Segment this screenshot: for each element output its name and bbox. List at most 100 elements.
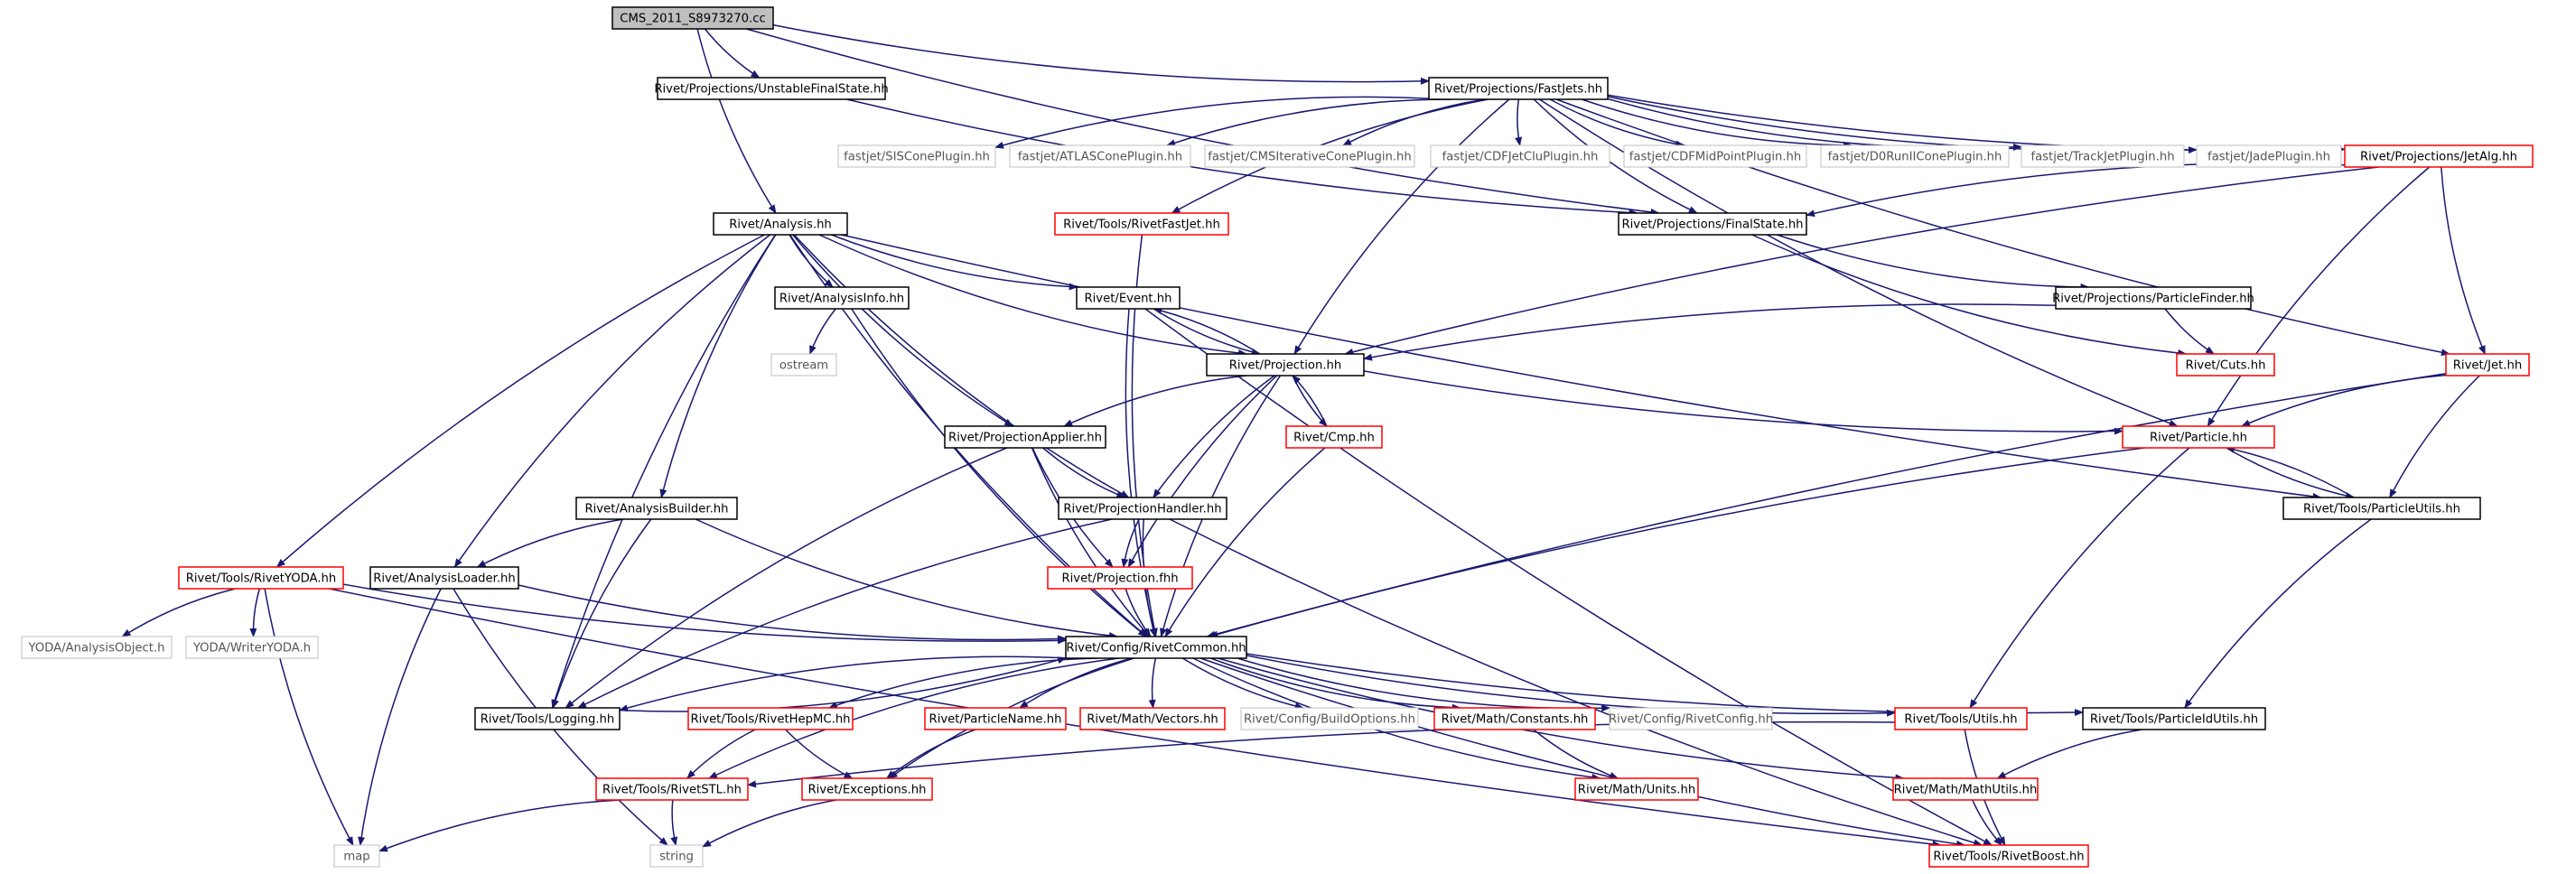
node-label: Rivet/Cuts.hh [2186,359,2266,373]
node-unstable[interactable]: Rivet/Projections/UnstableFinalState.hh [654,77,889,100]
edge-fastjets-to-sis [994,96,1430,149]
node-particlename[interactable]: Rivet/ParticleName.hh [924,707,1067,730]
edge-fastjets-to-jetalg [1607,94,2346,153]
node-particleidutils[interactable]: Rivet/Tools/ParticleIdUtils.hh [2082,707,2266,730]
node-yodaao: YODA/AnalysisObject.h [21,636,173,659]
edge-jetalg-to-projection [1344,166,2379,356]
node-box [1574,777,1699,801]
node-constants[interactable]: Rivet/Math/Constants.hh [1433,707,1596,730]
node-analysisinfo[interactable]: Rivet/AnalysisInfo.hh [774,286,910,310]
node-finalstate[interactable]: Rivet/Projections/FinalState.hh [1618,212,1807,236]
node-sis: fastjet/SISConePlugin.hh [837,144,996,168]
node-jet[interactable]: Rivet/Jet.hh [2445,353,2530,377]
node-fastjets[interactable]: Rivet/Projections/FastJets.hh [1428,77,1609,100]
node-box [1433,707,1596,730]
edge-particle-to-rivetcommon [1209,447,2145,638]
node-box [2055,286,2252,310]
node-projection[interactable]: Rivet/Projection.hh [1206,353,1365,377]
edge-rivetstl-to-string [670,799,678,846]
node-cuts[interactable]: Rivet/Cuts.hh [2176,353,2275,377]
edge-event-to-projection [1153,308,1261,356]
node-box [837,144,996,168]
node-label: Rivet/Projections/JetAlg.hh [2360,151,2517,164]
node-rivetcommon[interactable]: Rivet/Config/RivetCommon.hh [1065,636,1247,659]
node-box [1892,777,2039,801]
node-box [801,777,933,801]
edge-root-to-fastjets [772,23,1430,85]
node-box [944,425,1106,449]
edge-rivetyoda-to-map [264,588,354,846]
node-box [21,636,173,659]
node-projhandler[interactable]: Rivet/ProjectionHandler.hh [1058,497,1227,520]
edge-rivetyoda-to-yodawriter [249,588,261,637]
node-label: Rivet/Jet.hh [2453,359,2522,373]
node-rivetboost[interactable]: Rivet/Tools/RivetBoost.hh [1928,844,2089,868]
node-box [649,844,704,868]
node-rivetstl[interactable]: Rivet/Tools/RivetSTL.hh [595,777,749,801]
node-box [2122,425,2275,449]
edge-analysisbuilder-to-analysisloader [476,518,624,568]
node-utils[interactable]: Rivet/Tools/Utils.hh [1894,707,2028,730]
node-box [1206,353,1365,377]
node-label: Rivet/Particle.hh [2150,432,2247,445]
node-label: Rivet/Math/Units.hh [1578,784,1695,797]
node-label: Rivet/Tools/ParticleIdUtils.hh [2090,713,2258,727]
edge-exceptions-to-string [702,799,836,848]
edge-jet-to-particleutils [2389,375,2480,498]
edge-rivetcommon-to-particleidutils [1246,653,2084,717]
edge-cmp-to-rivetcommon [1164,447,1326,637]
node-label: YODA/AnalysisObject.h [28,642,165,656]
edge-rivetcommon-to-units [1192,657,1601,781]
edge-analysis-to-projhandler [793,234,1130,498]
node-analysisbuilder[interactable]: Rivet/AnalysisBuilder.hh [575,497,738,520]
node-atlas: fastjet/ATLASConePlugin.hh [1009,144,1191,168]
edge-particlefinder-to-cuts [2164,308,2215,355]
edge-jetalg-to-particle [2207,166,2431,427]
node-label: Rivet/AnalysisLoader.hh [373,572,516,586]
node-projapplier[interactable]: Rivet/ProjectionApplier.hh [944,425,1106,449]
node-vectors[interactable]: Rivet/Math/Vectors.hh [1079,707,1226,730]
node-label: fastjet/CDFJetCluPlugin.hh [1442,151,1599,164]
edge-particle-to-particleutils [2226,447,2356,500]
node-jetalg[interactable]: Rivet/Projections/JetAlg.hh [2344,144,2534,168]
edge-projapplier-to-logging [565,447,1007,709]
node-label: Rivet/Tools/RivetYODA.hh [186,572,337,586]
edge-rivetyoda-to-rivetcommon [342,583,1067,645]
edge-fastjets-to-atlas [1166,98,1451,146]
node-particleutils[interactable]: Rivet/Tools/ParticleUtils.hh [2282,497,2481,520]
node-root[interactable]: CMS_2011_S8973270.cc [611,6,774,30]
node-logging[interactable]: Rivet/Tools/Logging.hh [474,707,621,730]
node-cmp[interactable]: Rivet/Cmp.hh [1285,425,1383,449]
edge-rivetcommon-to-utils [1246,655,1896,717]
node-box [1240,707,1419,730]
node-event[interactable]: Rivet/Event.hh [1076,286,1181,310]
node-rivethepmc[interactable]: Rivet/Tools/RivetHepMC.hh [687,707,854,730]
node-analysisloader[interactable]: Rivet/AnalysisLoader.hh [369,566,519,590]
edge-analysis-to-particleutils [841,234,2322,500]
node-analysis[interactable]: Rivet/Analysis.hh [713,212,848,236]
node-projfhh[interactable]: Rivet/Projection.fhh [1047,566,1193,590]
node-d0run: fastjet/D0RunIIConePlugin.hh [1820,144,2010,168]
node-particle[interactable]: Rivet/Particle.hh [2122,425,2275,449]
edge-cmp-to-projection [1292,375,1328,427]
node-box [369,566,519,590]
node-label: Rivet/Config/RivetCommon.hh [1066,642,1246,656]
node-label: Rivet/Projections/UnstableFinalState.hh [654,83,888,97]
node-label: Rivet/Projection.hh [1229,359,1341,373]
node-rivetyoda[interactable]: Rivet/Tools/RivetYODA.hh [178,566,344,590]
node-units[interactable]: Rivet/Math/Units.hh [1574,777,1699,801]
node-cdfjetclu: fastjet/CDFJetCluPlugin.hh [1430,144,1610,168]
node-rivetfastjet[interactable]: Rivet/Tools/RivetFastJet.hh [1054,212,1229,236]
node-label: fastjet/TrackJetPlugin.hh [2030,151,2174,164]
edge-jet-to-rivetcommon [1206,373,2447,638]
edge-logging-to-rivetcommon [619,656,1067,712]
edge-projection-to-projapplier [1063,375,1246,427]
node-exceptions[interactable]: Rivet/Exceptions.hh [801,777,933,801]
edge-root-to-analysis [696,28,777,214]
node-box [1009,144,1191,168]
node-mathutils[interactable]: Rivet/Math/MathUtils.hh [1892,777,2039,801]
node-label: Rivet/Analysis.hh [729,218,832,232]
node-box [1820,144,2010,168]
node-box [2196,144,2342,168]
node-particlefinder[interactable]: Rivet/Projections/ParticleFinder.hh [2052,286,2254,310]
